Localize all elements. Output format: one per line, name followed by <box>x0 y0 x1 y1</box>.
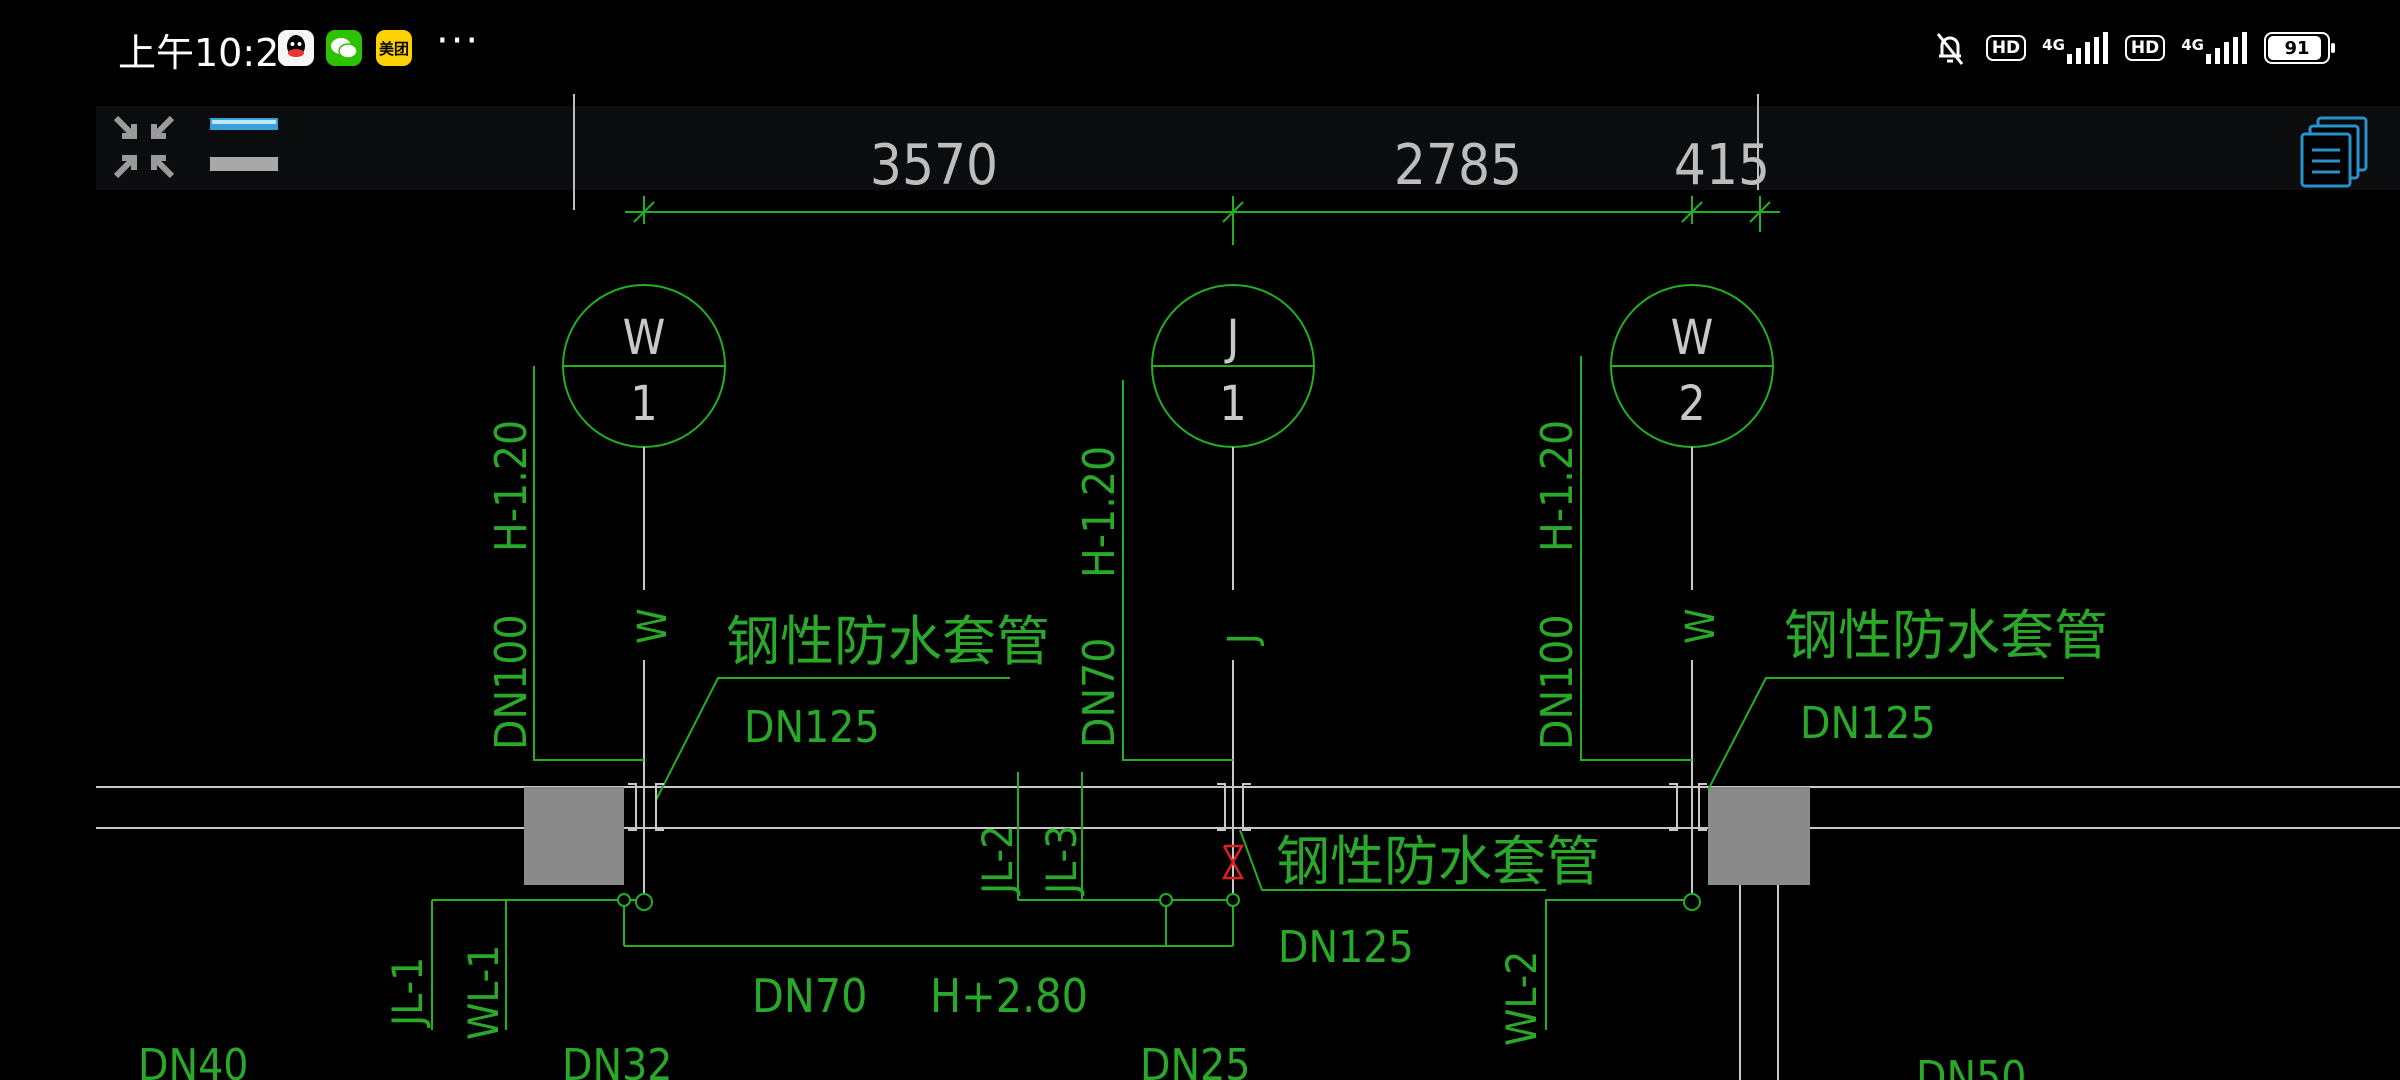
sleeve-label-2: 钢性防水套管 <box>1276 830 1600 893</box>
layers-icon[interactable] <box>210 118 278 171</box>
qq-icon <box>278 30 314 66</box>
column-block-right <box>1708 787 1810 885</box>
bottom-elev: H+2.80 <box>930 969 1088 1023</box>
riser-label-wl1: WL-1 <box>459 945 508 1040</box>
size-label-1: DN100 <box>486 614 537 750</box>
meituan-icon: 美团 <box>376 30 412 66</box>
more-notifications: ··· <box>436 18 481 64</box>
battery-icon: 91 <box>2264 32 2335 64</box>
mute-bell-icon <box>1936 33 1963 65</box>
cut-label-dn50: DN50 <box>1916 1052 2026 1080</box>
tag-w1-top: W <box>623 310 666 366</box>
riser-label-wl2: WL-2 <box>1497 951 1546 1046</box>
battery-fill <box>2268 36 2321 60</box>
pipe-letter-w1: W <box>630 608 676 644</box>
signal-bars-icon <box>2206 32 2247 64</box>
tag-j1-top: J <box>1224 310 1240 366</box>
signal-2: 4G <box>2181 32 2248 64</box>
cut-label-dn32: DN32 <box>562 1040 672 1080</box>
dimension-415: 415 <box>1674 133 1770 198</box>
hd-badge-1: HD <box>1985 35 2027 61</box>
battery-level: 91 <box>2284 37 2310 59</box>
sleeve-label-1: 钢性防水套管 <box>726 610 1050 673</box>
signal-bars-icon <box>2066 32 2108 64</box>
network-type-1: 4G <box>2042 36 2065 54</box>
network-type-2: 4G <box>2181 36 2204 54</box>
dimension-line <box>625 196 1780 245</box>
tag-j1-bottom: 1 <box>1219 376 1246 432</box>
wall-lines <box>96 786 2400 829</box>
pipe-letter-j1: J <box>1220 633 1266 646</box>
pipe-letter-w2: W <box>1678 608 1724 644</box>
bottom-size-dn70: DN70 <box>752 969 867 1023</box>
sleeve-size-2: DN125 <box>1278 922 1414 973</box>
size-label-2: DN70 <box>1074 638 1125 748</box>
riser-label-jl1: JL-1 <box>383 957 432 1028</box>
sleeve-size-1: DN125 <box>744 702 880 753</box>
system-icons: HD 4G HD 4G 91 <box>1930 28 2335 68</box>
elev-label-1: H-1.20 <box>486 420 537 552</box>
dimension-2785: 2785 <box>1394 133 1522 198</box>
tag-w2-bottom: 2 <box>1678 376 1705 432</box>
pipe-routes <box>431 356 2064 1030</box>
elev-label-2: H-1.20 <box>1074 446 1125 578</box>
status-time: 上午10:21 <box>118 31 304 75</box>
column-lines-right <box>1739 885 1779 1080</box>
hd-badge-2: HD <box>2124 35 2166 61</box>
cut-label-dn25: DN25 <box>1140 1040 1250 1080</box>
tag-w2-top: W <box>1671 310 1714 366</box>
riser-label-jl3: JL-3 <box>1037 825 1086 896</box>
sleeve-size-3: DN125 <box>1800 698 1936 749</box>
size-label-3: DN100 <box>1532 614 1583 750</box>
status-bar: 上午10:21 美团 ··· HD 4G HD 4G <box>0 0 2400 96</box>
elev-label-3: H-1.20 <box>1532 420 1583 552</box>
dimension-3570: 3570 <box>870 133 998 198</box>
tag-w1-bottom: 1 <box>630 376 657 432</box>
collapse-arrows-icon[interactable] <box>108 112 178 182</box>
sleeve-label-3: 钢性防水套管 <box>1784 604 2108 667</box>
pages-icon[interactable] <box>2300 116 2368 188</box>
wechat-icon <box>326 30 362 66</box>
pipe-nodes <box>617 893 1701 911</box>
sleeve-brackets <box>628 783 1707 831</box>
cut-label-dn40: DN40 <box>138 1040 248 1080</box>
riser-label-jl2: JL-2 <box>973 825 1022 896</box>
meituan-label: 美团 <box>378 39 409 58</box>
valve-icon[interactable] <box>1221 844 1245 880</box>
signal-1: 4G <box>2042 32 2109 64</box>
extension-lines <box>573 94 1759 210</box>
cad-toolbar <box>96 106 2400 190</box>
column-block-left <box>524 787 624 885</box>
